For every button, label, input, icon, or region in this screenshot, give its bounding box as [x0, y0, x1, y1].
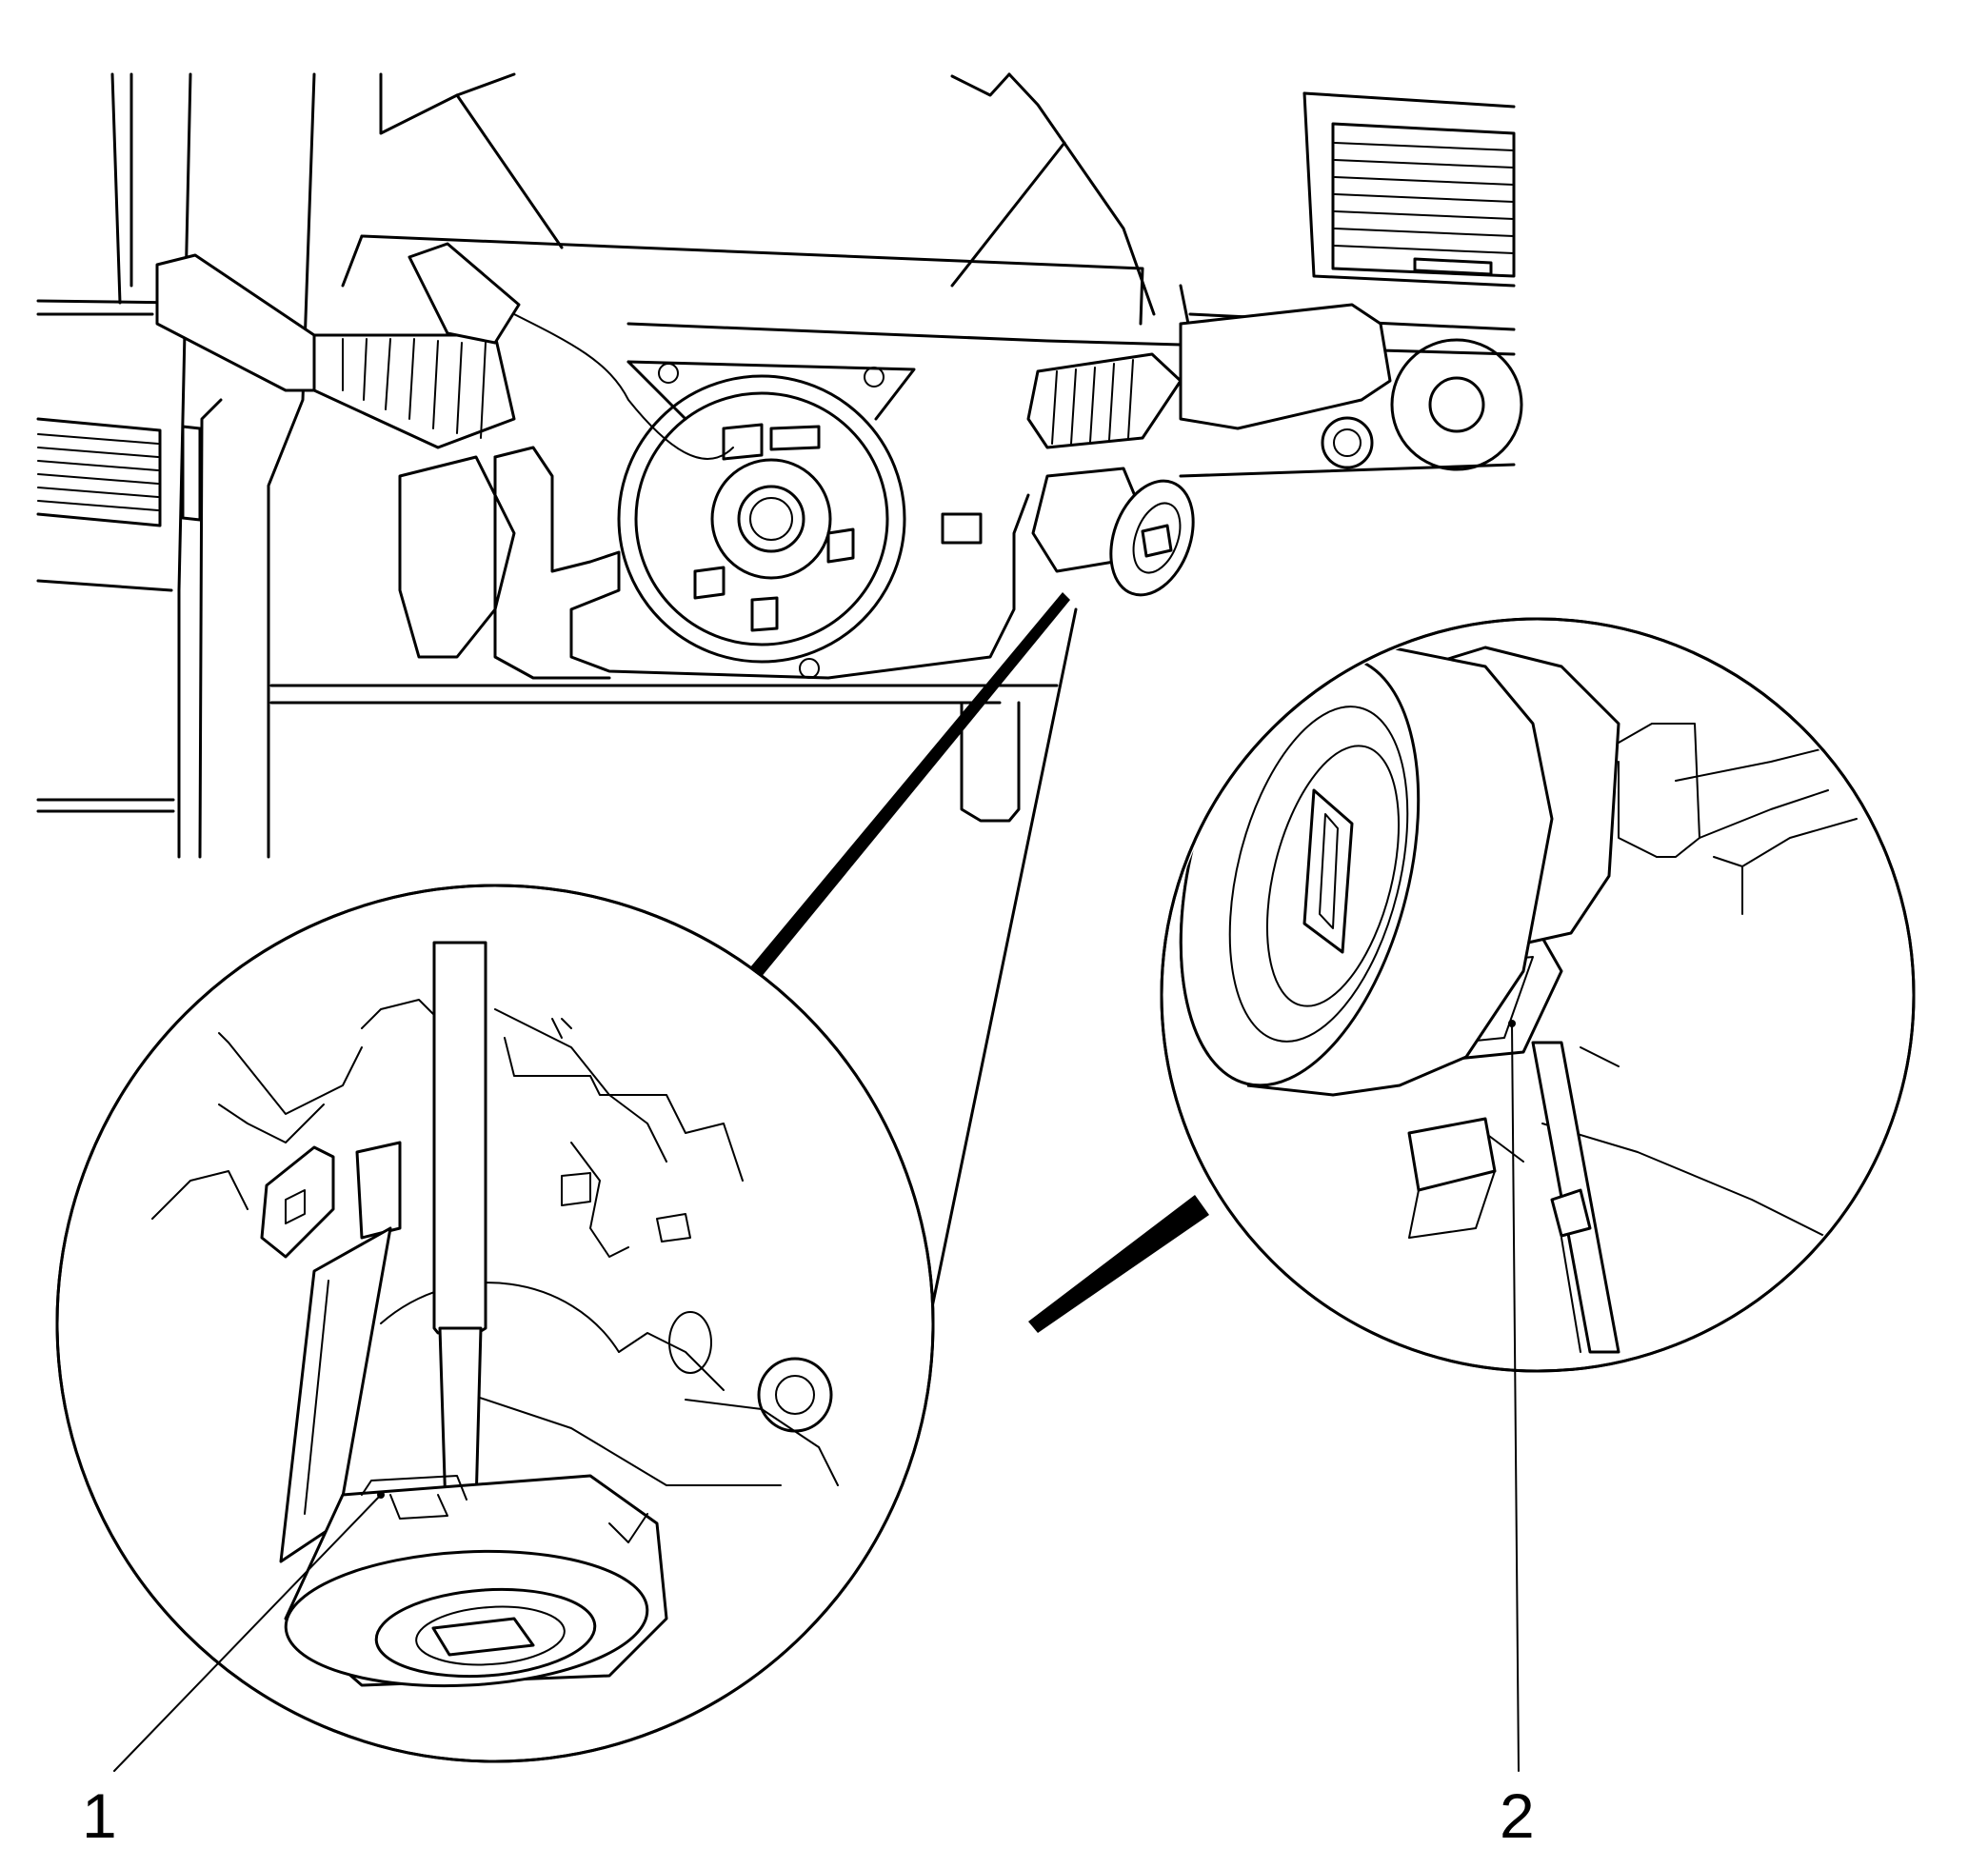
- callout-1-label: 1: [82, 1780, 117, 1851]
- detail-view-right: [1160, 617, 1916, 1373]
- ignition-lock-overview: [1031, 467, 1195, 597]
- lower-column-bracket: [493, 446, 1030, 823]
- detail-view-left: [55, 884, 935, 1763]
- steering-column-shroud: [341, 72, 1516, 356]
- right-column-stalk: [1026, 303, 1392, 449]
- right-dash-panel: [1179, 91, 1523, 478]
- callout-2: 2: [1500, 1020, 1535, 1851]
- callout-2-label: 2: [1500, 1780, 1535, 1851]
- left-air-vent: [36, 417, 202, 527]
- clock-spring: [617, 360, 916, 679]
- callout-1: 1: [82, 1491, 385, 1851]
- left-column-stalk: [155, 242, 734, 659]
- dashboard-overview: [36, 72, 1523, 859]
- zoom-connector-lines: [731, 592, 1209, 1406]
- left-dash-panel: [36, 72, 1059, 859]
